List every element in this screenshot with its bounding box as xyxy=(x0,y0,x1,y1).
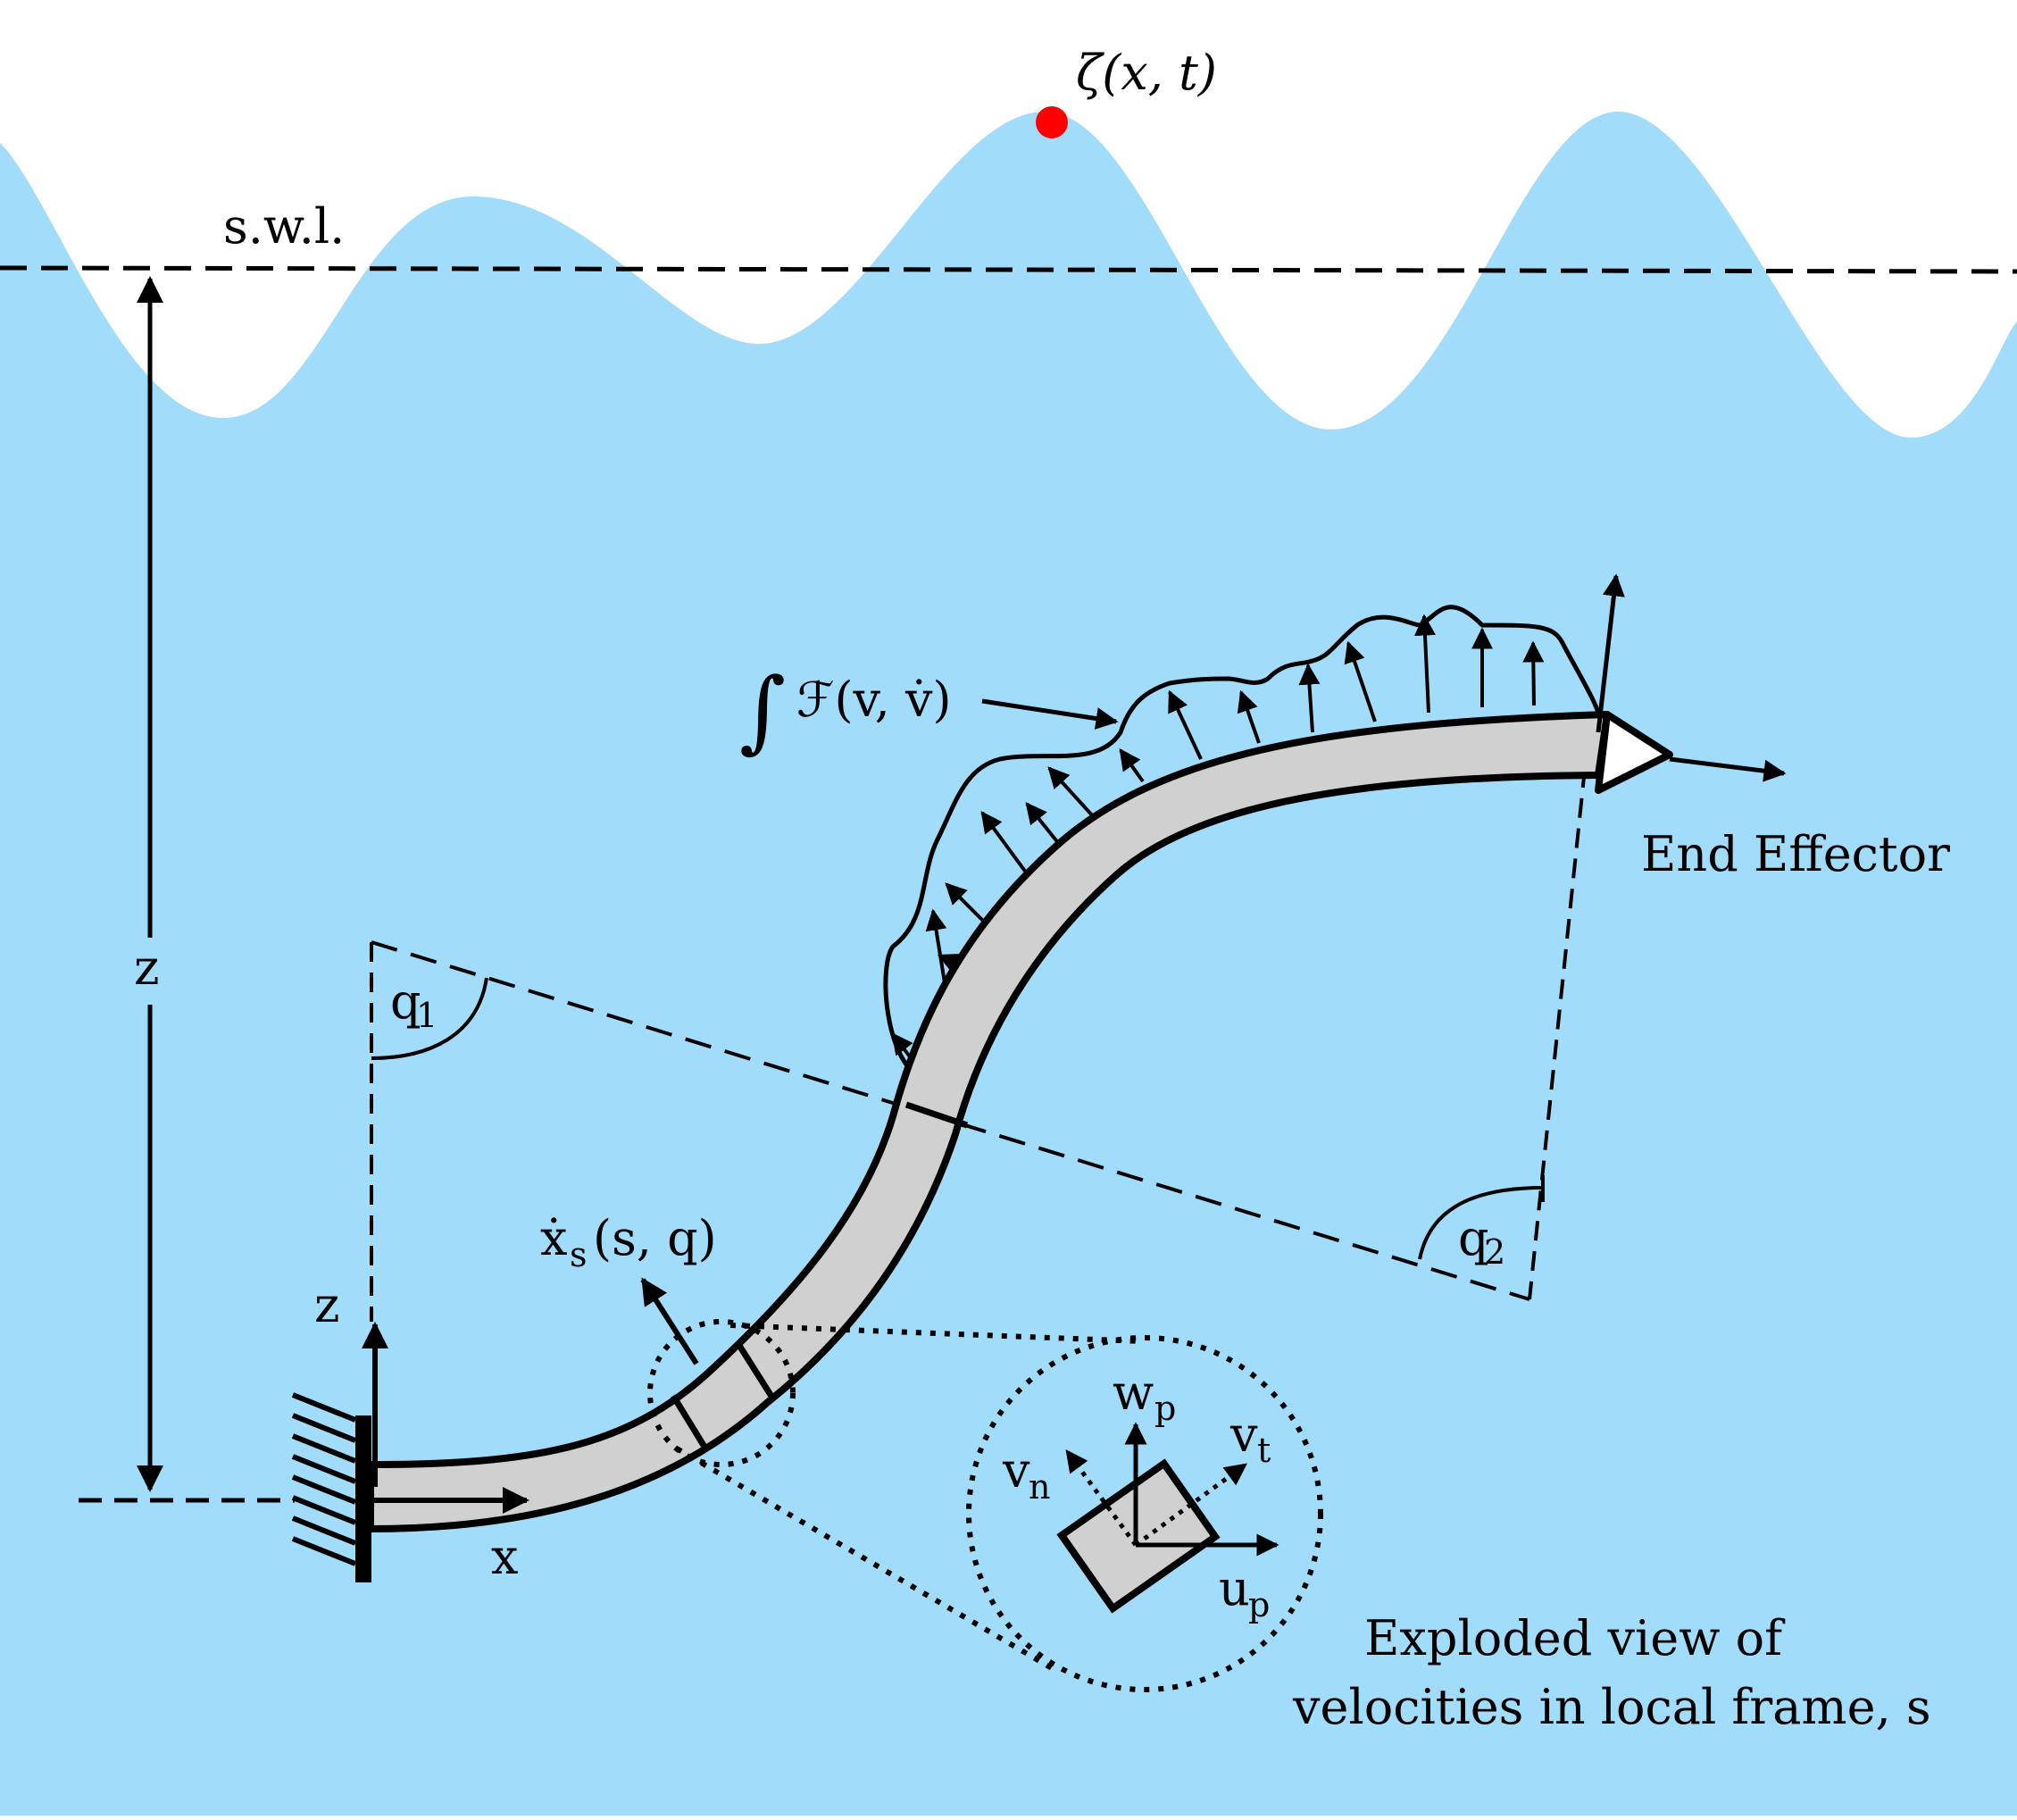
q1-angle-arc xyxy=(371,977,488,1060)
force-arrow-8 xyxy=(1119,748,1145,783)
vn-subscript: n xyxy=(1029,1467,1050,1507)
hatch-line-4 xyxy=(291,1454,357,1484)
q2-subscript: 2 xyxy=(1484,1232,1505,1272)
hatch-line-2 xyxy=(291,1413,357,1443)
exploded-caption-line2: velocities in local frame, s xyxy=(1292,1679,1931,1735)
arm-joint-mid xyxy=(904,1101,969,1129)
hatch-line-5 xyxy=(291,1474,357,1505)
swl-label: s.w.l. xyxy=(223,198,345,255)
hatch-line-3 xyxy=(291,1433,357,1464)
base-z-label: z xyxy=(314,1277,339,1333)
wp-subscript: p xyxy=(1154,1389,1176,1428)
vt-label: v xyxy=(1229,1407,1258,1463)
zoom-link-bottom xyxy=(675,1446,1054,1671)
vn-arrow xyxy=(1064,1448,1138,1547)
ground-hatch-icon xyxy=(291,1392,371,1582)
arm-segment-edge-1 xyxy=(671,1394,710,1453)
still-water-level-line xyxy=(0,265,2017,274)
hatch-line-7 xyxy=(291,1515,357,1546)
local-frame-element xyxy=(1056,1458,1221,1614)
zoom-source-circle xyxy=(647,1319,796,1467)
end-effector-normal-arrow xyxy=(1596,573,1625,733)
vt-arrow xyxy=(1134,1462,1248,1548)
hatch-line-1 xyxy=(291,1392,357,1423)
base-x-label: x xyxy=(491,1529,518,1585)
red-dot-icon xyxy=(1036,106,1068,138)
velocity-label: ẋ xyxy=(540,1210,567,1266)
vt-subscript: t xyxy=(1257,1431,1271,1470)
wp-label: w xyxy=(1113,1365,1154,1421)
chord-line xyxy=(371,940,1530,1301)
force-arrow-9 xyxy=(1168,689,1203,760)
end-effector-tangent-arrow xyxy=(1669,756,1787,782)
integral-sign: ∫ xyxy=(739,658,786,763)
up-label: u xyxy=(1219,1560,1250,1616)
end-effector-label: End Effector xyxy=(1641,826,1950,882)
surface-elevation-label: ζ(x, t) xyxy=(1076,45,1217,101)
segment-velocity-arrow xyxy=(640,1277,699,1365)
exploded-view-circle xyxy=(966,1335,1323,1692)
force-expression: ℱ(v, v̇) xyxy=(796,672,952,728)
force-arrow-15 xyxy=(1522,640,1545,706)
zoom-link-top xyxy=(729,1323,1144,1344)
triangle-tip-icon xyxy=(1595,711,1673,794)
q2-angle-arc xyxy=(1418,1186,1544,1260)
force-pointer-arrow xyxy=(981,698,1119,730)
force-arrow-10 xyxy=(1237,689,1261,744)
exploded-caption-line1: Exploded view of xyxy=(1364,1610,1786,1666)
force-arrow-5 xyxy=(980,811,1033,881)
hatch-line-6 xyxy=(291,1495,357,1525)
q2-label: q xyxy=(1458,1210,1489,1266)
q1-label: q xyxy=(390,973,421,1030)
up-subscript: p xyxy=(1248,1585,1270,1624)
hatch-line-8 xyxy=(291,1536,357,1566)
force-envelope xyxy=(883,605,1601,1073)
force-arrow-11 xyxy=(1298,663,1321,733)
force-arrow-7 xyxy=(1047,766,1096,819)
velocity-args: (s, q) xyxy=(593,1210,717,1266)
velocity-subscript: s xyxy=(570,1235,588,1274)
force-arrow-12 xyxy=(1344,640,1377,722)
vn-label: v xyxy=(1002,1442,1030,1499)
force-arrow-13 xyxy=(1414,614,1436,714)
q1-subscript: 1 xyxy=(416,996,438,1035)
arm-segment-edge-2 xyxy=(736,1342,775,1399)
depth-label: z xyxy=(134,939,159,996)
